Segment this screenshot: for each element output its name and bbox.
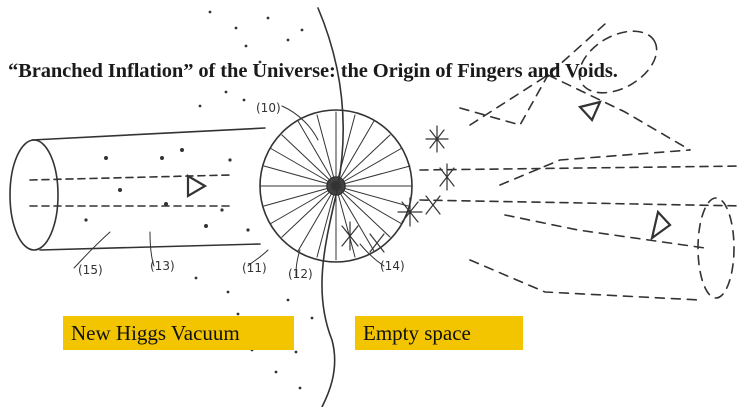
arrow-lower-branch — [650, 209, 672, 241]
arrow-left-tube — [186, 174, 208, 198]
right-tube-end-cap-upper — [578, 30, 658, 94]
left-tube-inner-dashes — [29, 174, 231, 207]
marker-10: (10) — [256, 101, 281, 115]
empty-space-label: Empty space — [355, 316, 523, 350]
middle-tube — [419, 165, 738, 207]
arrow-upper-branch — [577, 100, 602, 122]
radial-field-lines — [259, 111, 413, 261]
marker-15: (15) — [78, 263, 103, 277]
marker-leaders — [73, 105, 385, 277]
marker-12: (12) — [288, 267, 313, 281]
vacuum-boundary-line — [317, 7, 344, 407]
left-tube-end-cap — [9, 139, 59, 251]
left-tube-bottom-edge — [39, 243, 261, 251]
marker-11: (11) — [242, 261, 267, 275]
branched-tubes — [459, 23, 706, 301]
star-cluster — [341, 125, 455, 253]
left-tube-top-edge — [31, 127, 266, 141]
right-tube-end-cap-lower — [697, 197, 735, 299]
marker-13: (13) — [150, 259, 175, 273]
marker-14: (14) — [380, 259, 405, 273]
particle-dots — [84, 10, 314, 390]
diagram-title: “Branched Inflation” of the Universe: th… — [8, 60, 618, 82]
new-higgs-vacuum-label: New Higgs Vacuum — [63, 316, 294, 350]
